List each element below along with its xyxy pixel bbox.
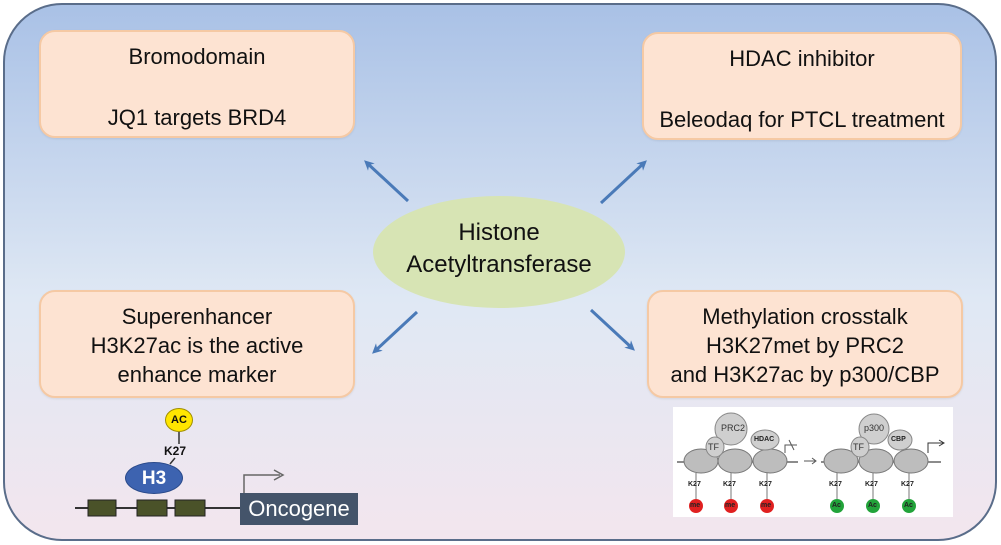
ac-mark-2	[866, 499, 880, 513]
nucleosome-left-2	[717, 448, 753, 474]
arrow-to-superenhancer	[372, 310, 419, 354]
h3-oncogene-illustration: AC K27 H3 Oncogene	[70, 402, 370, 532]
tf-right-label: TF	[853, 442, 864, 452]
bromodomain-detail: JQ1 targets BRD4	[107, 105, 287, 130]
oncogene-label: Oncogene	[240, 493, 358, 525]
arrow-to-methylation	[589, 308, 635, 351]
me-mark-1	[689, 499, 703, 513]
tf-left	[705, 436, 725, 458]
nucleosome-block-2	[136, 499, 168, 517]
p300-complex	[858, 413, 890, 445]
nucleosome-block-1	[87, 499, 117, 517]
me-label-1: me	[690, 502, 701, 509]
dna-strand-graphic	[75, 432, 285, 517]
k27-label-r2: K27	[865, 481, 878, 488]
methylation-line2: H3K27met by PRC2	[705, 333, 905, 358]
hdac-title: HDAC inhibitor	[729, 46, 875, 71]
hdac-label: HDAC	[754, 436, 775, 443]
tf-right	[850, 436, 870, 458]
superenhancer-title: Superenhancer	[121, 304, 273, 329]
arrow-to-hdac	[599, 160, 647, 205]
superenhancer-line2: H3K27ac is the active	[90, 333, 304, 358]
bromodomain-title: Bromodomain	[128, 44, 266, 69]
methylation-title: Methylation crosstalk	[702, 304, 908, 329]
nucleosome-block-3	[174, 499, 206, 517]
hdac-complex	[750, 429, 780, 451]
ac-label-3: Ac	[904, 502, 913, 509]
nucleosome-right-1	[823, 448, 859, 474]
acetyl-mark: AC	[165, 408, 193, 432]
k27-label-r1: K27	[829, 481, 842, 488]
bromodomain-box: Bromodomain JQ1 targets BRD4	[39, 30, 355, 138]
me-label-2: me	[725, 502, 736, 509]
prc2-label: PRC2	[721, 423, 746, 433]
cbp-complex	[887, 429, 913, 451]
blocked-transcription-arrow	[784, 444, 797, 453]
me-mark-2	[724, 499, 738, 513]
cbp-label: CBP	[891, 436, 906, 443]
tf-left-label: TF	[708, 442, 719, 452]
arrow-to-bromodomain	[364, 160, 410, 203]
h3-histone: H3	[125, 462, 183, 494]
nucleosome-left-3	[752, 448, 788, 474]
k27-label: K27	[164, 444, 187, 458]
ac-label-2: Ac	[868, 502, 877, 509]
chromatin-graphic	[677, 412, 945, 513]
k27-label-r3: K27	[901, 481, 914, 488]
prc2-complex	[714, 412, 748, 446]
methylation-line3: and H3K27ac by p300/CBP	[670, 362, 940, 387]
nucleosome-right-2	[858, 448, 894, 474]
superenhancer-line3: enhance marker	[117, 362, 277, 387]
hdac-inhibitor-box: HDAC inhibitor Beleodaq for PTCL treatme…	[642, 32, 962, 140]
chromatin-crosstalk-illustration: PRC2 HDAC TF p300 CBP TF K27 K27 K27 K27…	[673, 407, 953, 517]
me-label-3: me	[761, 502, 772, 509]
transcription-start-arrow	[243, 474, 280, 493]
k27-label-l3: K27	[759, 481, 772, 488]
nucleosome-right-3	[893, 448, 929, 474]
active-transcription-arrow	[927, 442, 943, 453]
me-mark-3	[760, 499, 774, 513]
hdac-detail: Beleodaq for PTCL treatment	[659, 107, 945, 132]
ac-mark-1	[830, 499, 844, 513]
ac-label-1: Ac	[832, 502, 841, 509]
center-line2: Acetyltransferase	[406, 251, 592, 278]
superenhancer-box: Superenhancer H3K27ac is the active enha…	[39, 290, 355, 398]
methylation-crosstalk-box: Methylation crosstalk H3K27met by PRC2 a…	[647, 290, 963, 398]
p300-label: p300	[864, 423, 885, 433]
histone-acetyltransferase-node: Histone Acetyltransferase	[373, 196, 625, 308]
ac-mark-3	[902, 499, 916, 513]
center-line1: Histone	[458, 219, 540, 246]
k27-label-l2: K27	[723, 481, 736, 488]
k27-label-l1: K27	[688, 481, 701, 488]
